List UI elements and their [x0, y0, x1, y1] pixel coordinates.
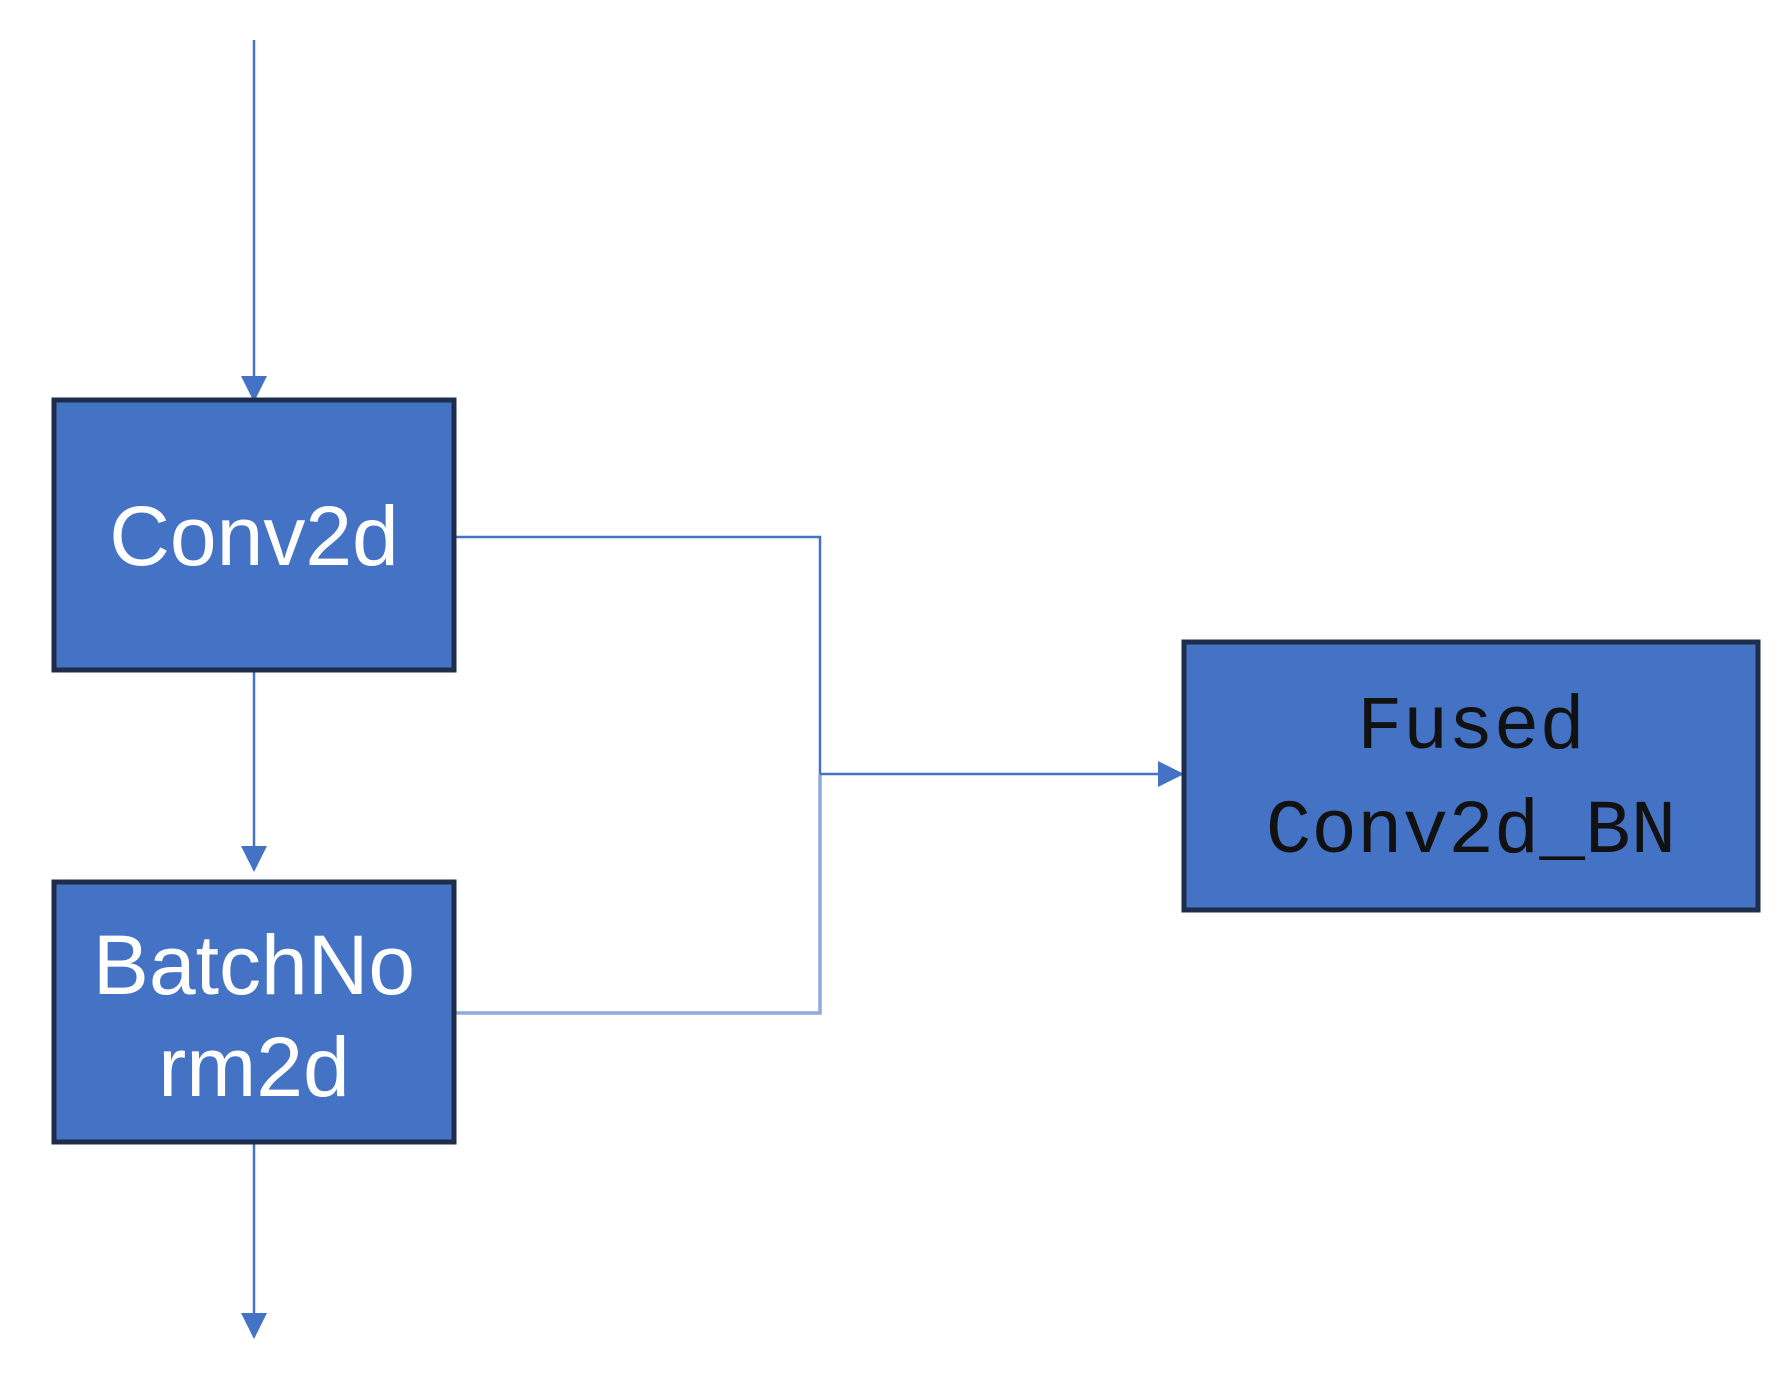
batchnorm2d-box	[51, 879, 457, 1145]
fused-label-line2: Conv2d_BN	[1266, 789, 1676, 875]
batchnorm2d-node: BatchNo rm2d	[51, 879, 457, 1145]
conv2d-label: Conv2d	[109, 489, 399, 583]
fused-box	[1181, 639, 1761, 913]
bn-connector	[454, 774, 822, 1015]
fused-label-line1: Fused	[1357, 685, 1585, 771]
conv2d-node: Conv2d	[51, 397, 457, 673]
fused-node: Fused Conv2d_BN	[1181, 639, 1761, 913]
conv2d-box	[51, 397, 457, 673]
batchnorm2d-label-line1: BatchNo	[93, 918, 415, 1012]
batchnorm2d-label-line2: rm2d	[158, 1020, 349, 1114]
conv-connector	[454, 535, 822, 774]
